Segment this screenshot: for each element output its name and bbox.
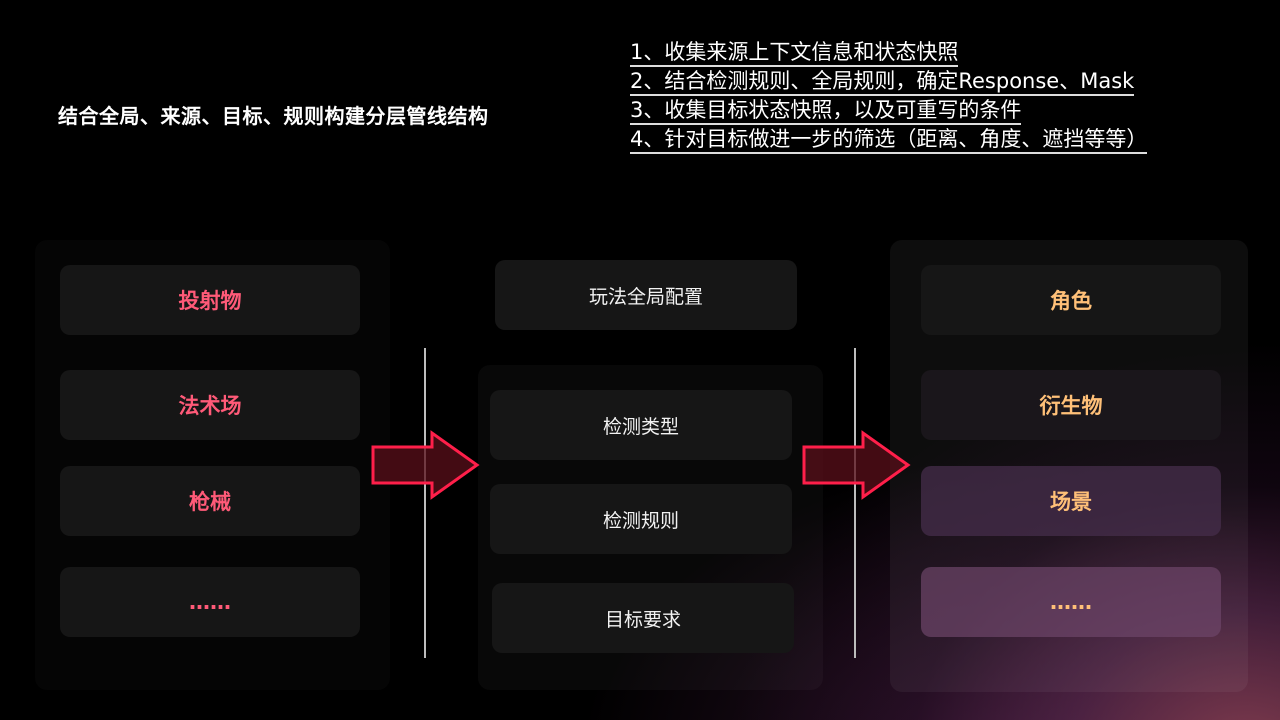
arrow-right-icon <box>371 430 480 500</box>
notes-list: 1、收集来源上下文信息和状态快照 2、结合检测规则、全局规则，确定Respons… <box>630 38 1148 154</box>
target-item-character: 角色 <box>921 265 1221 335</box>
target-item-scene: 场景 <box>921 466 1221 536</box>
divider-right <box>854 348 856 658</box>
target-item-label: 衍生物 <box>1039 394 1103 418</box>
rule-item-detect-rule: 检测规则 <box>490 484 792 554</box>
source-item-projectile: 投射物 <box>60 265 360 335</box>
arrow-right-icon <box>802 430 911 500</box>
source-item-label: 投射物 <box>178 289 242 313</box>
source-item-firearm: 枪械 <box>60 466 360 536</box>
source-item-label: …… <box>189 590 231 614</box>
rule-item-label: 检测类型 <box>602 415 679 438</box>
source-item-label: 枪械 <box>189 490 231 514</box>
note-item-2: 2、结合检测规则、全局规则，确定Response、Mask <box>630 68 1135 96</box>
target-item-label: 角色 <box>1050 289 1092 313</box>
rule-item-label: 目标要求 <box>604 608 681 631</box>
rule-item-detect-type: 检测类型 <box>490 390 792 460</box>
page-title: 结合全局、来源、目标、规则构建分层管线结构 <box>58 104 489 128</box>
target-item-more: …… <box>921 567 1221 637</box>
source-item-label: 法术场 <box>178 394 242 418</box>
source-item-more: …… <box>60 567 360 637</box>
rule-item-label: 检测规则 <box>602 509 679 532</box>
divider-left <box>424 348 426 658</box>
target-item-derivative: 衍生物 <box>921 370 1221 440</box>
target-item-label: 场景 <box>1050 490 1092 514</box>
rule-item-target-requirement: 目标要求 <box>492 583 794 653</box>
note-item-3: 3、收集目标状态快照，以及可重写的条件 <box>630 97 1022 125</box>
note-item-1: 1、收集来源上下文信息和状态快照 <box>630 39 959 67</box>
note-item-4: 4、针对目标做进一步的筛选（距离、角度、遮挡等等） <box>630 126 1148 154</box>
source-item-spell-field: 法术场 <box>60 370 360 440</box>
rule-item-label: 玩法全局配置 <box>588 285 703 308</box>
rule-item-global-config: 玩法全局配置 <box>495 260 797 330</box>
target-item-label: …… <box>1050 590 1092 614</box>
